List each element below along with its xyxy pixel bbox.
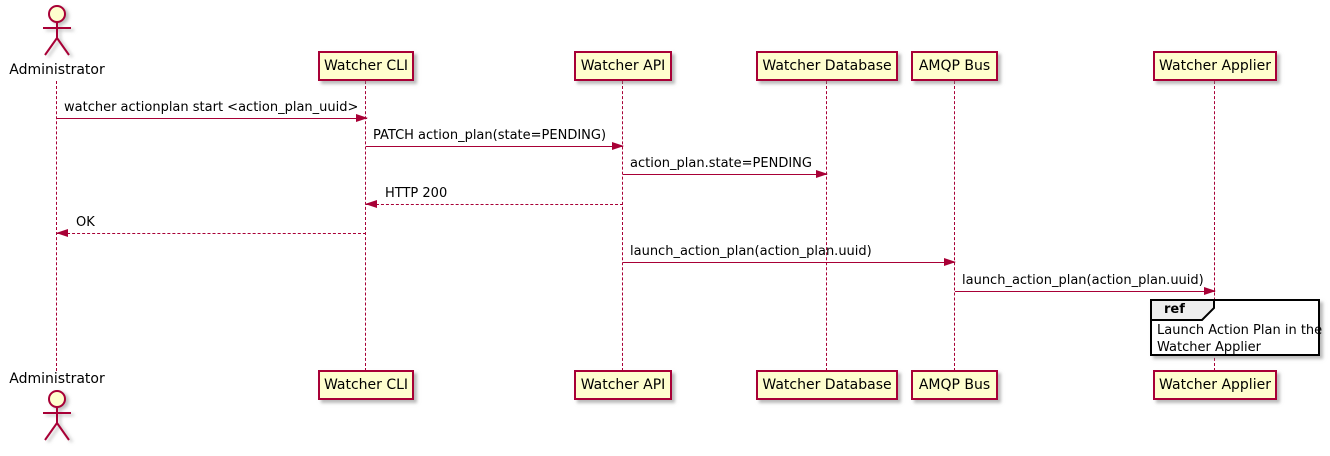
actor-icon: [43, 390, 71, 441]
message-arrow: [623, 258, 956, 266]
participant-box-watcher-database-top: Watcher Database: [756, 51, 898, 81]
message-label: launch_action_plan(action_plan.uuid): [962, 273, 1204, 288]
message-launch-action-plan-amqp: launch_action_plan(action_plan.uuid): [623, 244, 956, 266]
ref-fragment: ref Launch Action Plan in the Watcher Ap…: [1150, 299, 1323, 356]
message-launch-action-plan-applier: launch_action_plan(action_plan.uuid): [955, 273, 1216, 295]
participant-box-watcher-cli-bottom: Watcher CLI: [318, 370, 414, 400]
message-arrow: [365, 200, 623, 208]
participant-box-watcher-cli-top: Watcher CLI: [318, 51, 414, 81]
participant-box-watcher-applier-bottom: Watcher Applier: [1153, 370, 1277, 400]
ref-tab-icon: [1150, 299, 1215, 321]
message-arrow: [623, 170, 828, 178]
participant-box-watcher-database-bottom: Watcher Database: [756, 370, 898, 400]
ref-text-line: Launch Action Plan in the: [1157, 323, 1323, 338]
message-arrow: [56, 229, 366, 237]
actor-label-administrator-bottom: Administrator: [9, 371, 105, 387]
lifeline-amqp-bus: [954, 81, 955, 371]
message-http-200: HTTP 200: [365, 186, 623, 208]
message-label: launch_action_plan(action_plan.uuid): [630, 244, 872, 259]
message-ok: OK: [56, 215, 366, 237]
message-patch-action-plan: PATCH action_plan(state=PENDING): [366, 128, 624, 150]
ref-keyword: ref: [1164, 302, 1185, 317]
participant-box-amqp-bus-bottom: AMQP Bus: [911, 370, 998, 400]
participant-box-watcher-api-bottom: Watcher API: [574, 370, 672, 400]
participant-box-watcher-applier-top: Watcher Applier: [1153, 51, 1277, 81]
message-label: watcher actionplan start <action_plan_uu…: [64, 100, 359, 115]
lifeline-watcher-applier: [1214, 81, 1215, 371]
arrowhead-right-icon: [816, 170, 828, 178]
ref-text-line: Watcher Applier: [1157, 340, 1261, 355]
actor-label-administrator-top: Administrator: [9, 62, 105, 78]
participant-box-amqp-bus-top: AMQP Bus: [911, 51, 998, 81]
arrowhead-left-icon: [56, 229, 68, 237]
message-arrow: [955, 287, 1216, 295]
arrowhead-left-icon: [365, 200, 377, 208]
message-arrow: [57, 114, 368, 122]
lifeline-watcher-api: [622, 81, 623, 371]
arrowhead-right-icon: [356, 114, 368, 122]
message-watcher-actionplan-start: watcher actionplan start <action_plan_uu…: [57, 100, 368, 122]
message-arrow: [366, 142, 624, 150]
arrowhead-right-icon: [1204, 287, 1216, 295]
message-label: PATCH action_plan(state=PENDING): [373, 128, 607, 143]
lifeline-watcher-database: [826, 81, 827, 371]
message-label: HTTP 200: [385, 186, 448, 201]
actor-icon: [43, 5, 71, 56]
message-label: action_plan.state=PENDING: [630, 156, 812, 171]
arrowhead-right-icon: [944, 258, 956, 266]
participant-box-watcher-api-top: Watcher API: [574, 51, 672, 81]
message-label: OK: [76, 215, 95, 230]
lifeline-watcher-cli: [365, 81, 366, 371]
ref-text: Launch Action Plan in the Watcher Applie…: [1152, 321, 1323, 356]
arrowhead-right-icon: [612, 142, 624, 150]
lifeline-administrator: [56, 81, 57, 371]
message-action-plan-state-pending: action_plan.state=PENDING: [623, 156, 828, 178]
